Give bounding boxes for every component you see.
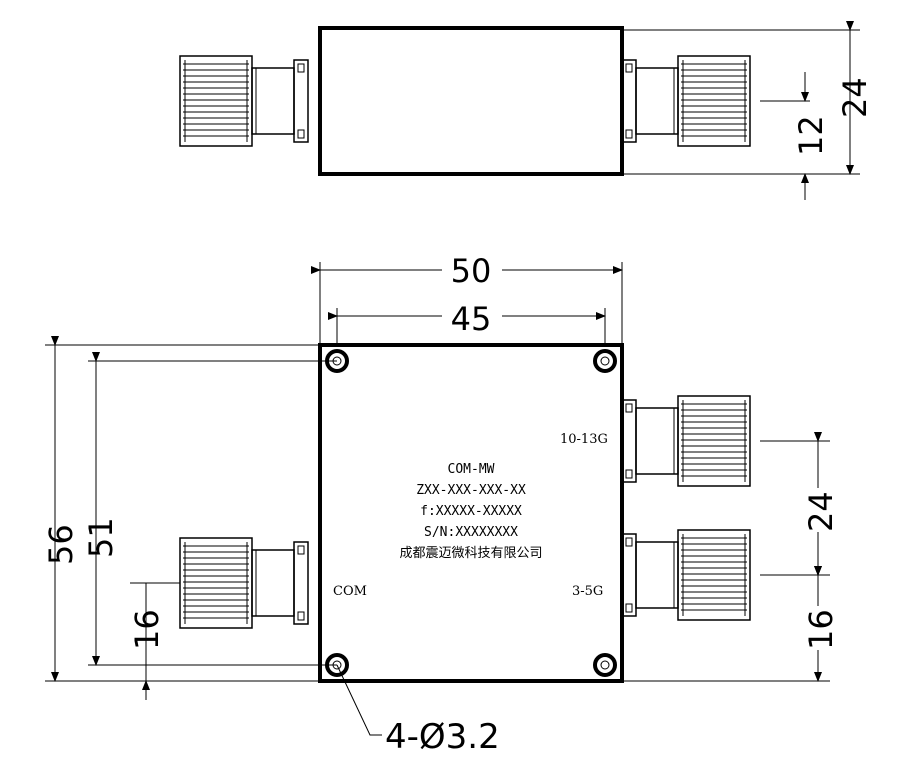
- port-label-com: COM: [333, 584, 367, 599]
- dim-width-outer: 50: [451, 252, 492, 290]
- mounting-holes: [325, 349, 617, 677]
- front-view: COM-MW ZXX-XXX-XXX-XX f:XXXXX-XXXXX S/N:…: [42, 252, 840, 757]
- top-right-connector: [621, 55, 751, 147]
- high-band-connector: [621, 395, 751, 487]
- dim-top-connector-offset: 12: [792, 115, 830, 156]
- dim-right-connector-offset: 16: [802, 609, 840, 650]
- dim-right-port-spacing: 24: [802, 491, 840, 532]
- dim-width-holes: 45: [451, 300, 492, 338]
- com-connector: [179, 537, 309, 629]
- port-label-high: 10-13G: [560, 432, 608, 447]
- port-label-low: 3-5G: [572, 584, 603, 599]
- nameplate-model: ZXX-XXX-XXX-XX: [416, 483, 526, 498]
- hole-callout: 4-Ø3.2: [385, 717, 500, 757]
- low-band-connector: [621, 529, 751, 621]
- front-right-dimension-lines: [622, 432, 830, 682]
- top-left-connector: [179, 55, 309, 147]
- nameplate-brand: COM-MW: [448, 462, 495, 477]
- dim-left-connector-offset: 16: [128, 609, 166, 650]
- nameplate-serial: S/N:XXXXXXXX: [424, 525, 518, 540]
- main-body: [318, 343, 624, 683]
- front-height-dimension-lines: [45, 336, 337, 700]
- dim-top-height: 24: [836, 77, 874, 118]
- nameplate-company: 成都震迈微科技有限公司: [399, 546, 542, 561]
- nameplate-frequency: f:XXXXX-XXXXX: [420, 504, 522, 519]
- hole-leader-line: [336, 664, 382, 736]
- top-body: [318, 26, 624, 176]
- dim-height-outer: 56: [42, 524, 80, 565]
- dim-height-holes: 51: [82, 517, 120, 558]
- top-dimension-lines: [622, 21, 860, 200]
- top-view: 24 12: [179, 21, 874, 200]
